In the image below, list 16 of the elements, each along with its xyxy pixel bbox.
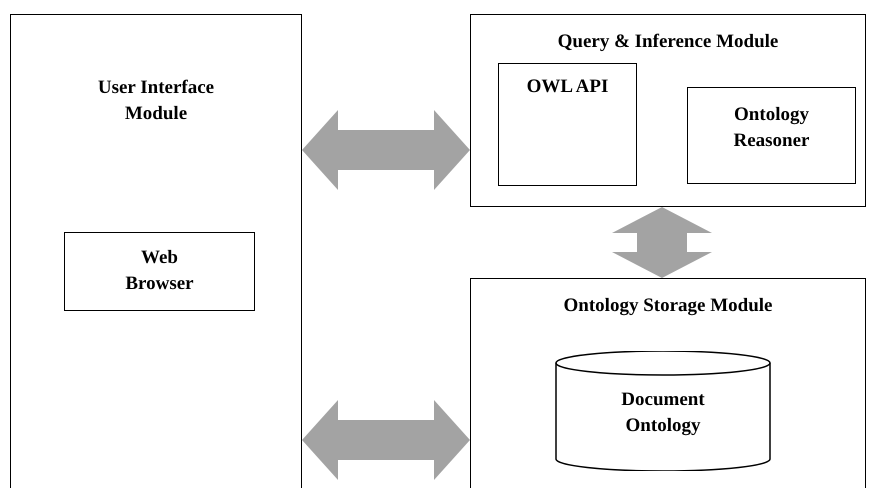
module-title: User Interface Module bbox=[96, 76, 216, 126]
component-box bbox=[498, 63, 637, 186]
component-label: Ontology Reasoner bbox=[732, 103, 810, 153]
component-label: OWL API bbox=[526, 75, 608, 99]
module-box bbox=[470, 14, 866, 207]
component-box bbox=[687, 87, 856, 184]
component-label: Web Browser bbox=[124, 246, 195, 296]
module-title: Ontology Storage Module bbox=[562, 294, 774, 318]
double-arrow bbox=[302, 110, 470, 190]
module-box bbox=[10, 14, 302, 488]
double-arrow bbox=[302, 400, 470, 480]
component-box bbox=[64, 232, 255, 311]
module-box bbox=[470, 278, 866, 488]
component-label: Document Ontology bbox=[620, 388, 706, 438]
module-title: Query & Inference Module bbox=[556, 30, 780, 54]
double-arrow bbox=[612, 207, 712, 278]
